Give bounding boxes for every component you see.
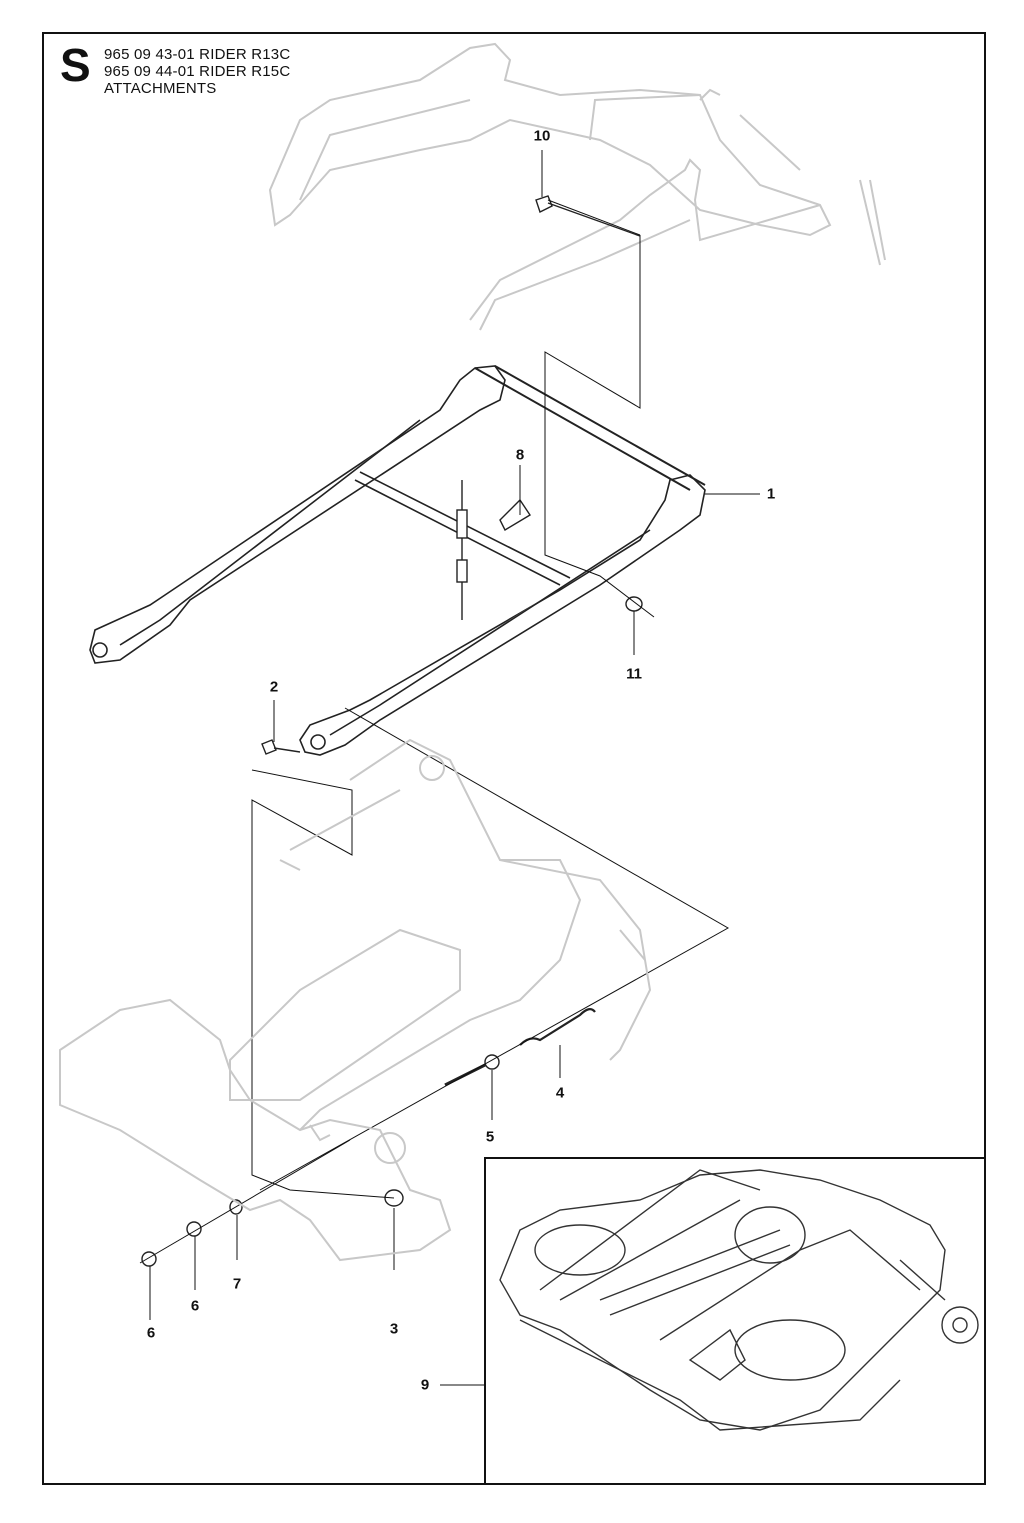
pin-assembly [456,480,531,620]
callout-3: 3 [389,1320,399,1338]
callout-10: 10 [533,127,551,145]
callout-6-lower: 6 [146,1324,156,1342]
model-line-r15c: 965 09 44-01 RIDER R15C [104,63,291,80]
callout-5: 5 [485,1128,495,1146]
callout-9: 9 [420,1376,430,1394]
section-letter: S [60,39,91,91]
callout-7: 7 [232,1275,242,1293]
mower-deck-inset [484,1157,986,1485]
model-line-r13c: 965 09 43-01 RIDER R13C [104,46,291,63]
mower-deck-inset-drawing [499,1169,979,1431]
callout-11: 11 [626,665,642,683]
callout-8: 8 [515,446,525,464]
callout-2: 2 [269,678,279,696]
callout-6-upper: 6 [190,1297,200,1315]
seat-rails-ghost [268,42,886,331]
hardware [141,195,643,1267]
chassis-ghost [59,738,652,1262]
section-title: ATTACHMENTS [104,80,217,97]
drawing-frame [42,32,986,1485]
callout-4: 4 [555,1084,565,1102]
deck-lift-frame [89,365,706,756]
leader-lines [139,150,760,1386]
callout-1: 1 [766,485,776,503]
